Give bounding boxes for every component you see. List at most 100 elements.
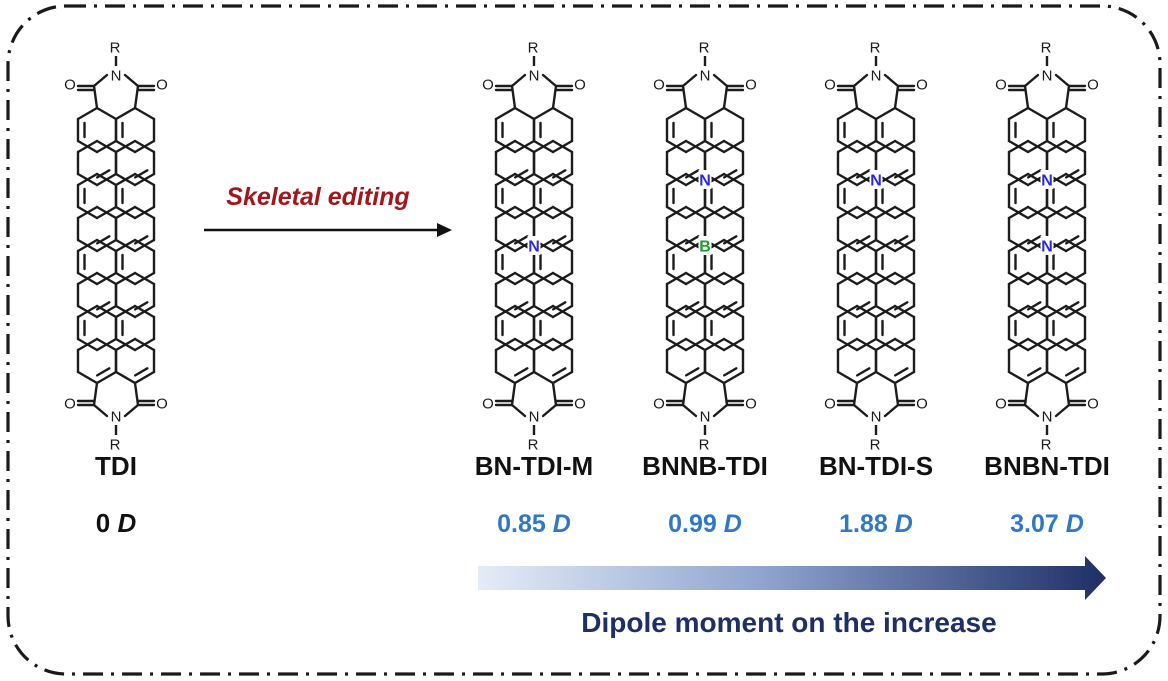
- ring-bond: [684, 304, 707, 319]
- dipole-trend-arrow: [478, 556, 1106, 600]
- heteroatom-bottom-ring-2: N: [1041, 239, 1053, 256]
- imide-top-oxygen-right-mask: [573, 75, 587, 93]
- imide-bottom-imide-nitrogen-mask: [869, 407, 883, 425]
- ring-bond: [874, 370, 897, 385]
- imide-top-imide-nitrogen: N: [700, 68, 711, 85]
- ring-bond: [684, 139, 707, 154]
- imide-bottom-bond: [123, 403, 140, 418]
- imide-top-imide-nitrogen-mask: [869, 66, 883, 84]
- ring-bond: [722, 304, 745, 319]
- imide-bottom-oxygen-left: O: [64, 396, 76, 413]
- ring-bond: [494, 304, 517, 319]
- imide-bottom-oxygen-left: O: [824, 396, 836, 413]
- ring-bond: [114, 172, 137, 187]
- imide-top-imide-nitrogen: N: [1042, 68, 1053, 85]
- ring-bond: [1026, 304, 1049, 319]
- ring-bond: [836, 238, 859, 253]
- ring-bond: [1045, 304, 1068, 319]
- imide-top-oxygen-right-mask: [744, 75, 758, 93]
- ring-bond: [836, 337, 859, 352]
- imide-top-imide-nitrogen: N: [871, 68, 882, 85]
- ring-bond: [1064, 370, 1087, 385]
- double-bond-inner: [855, 367, 871, 377]
- ring-bond: [703, 106, 726, 121]
- ring-bond: [95, 304, 118, 319]
- ring-bond: [1007, 271, 1030, 286]
- ring-bond: [855, 238, 878, 253]
- ring-bond: [1045, 106, 1068, 121]
- imide-top-bond: [712, 73, 729, 88]
- ring-bond: [874, 205, 897, 220]
- imide-bottom-r-group-mask: [1040, 435, 1052, 453]
- ring-bond: [76, 172, 99, 187]
- ring-bond: [893, 271, 916, 286]
- imide-bottom-oxygen-left-mask: [481, 394, 495, 412]
- double-bond-inner: [684, 367, 700, 377]
- ring-bond: [722, 139, 745, 154]
- imide-top-oxygen-left-mask: [994, 75, 1008, 93]
- ring-bond: [836, 304, 859, 319]
- ring-bond: [874, 106, 897, 121]
- imide-bottom-r-group-mask: [869, 435, 881, 453]
- ring-bond: [532, 271, 555, 286]
- ring-bond: [1045, 271, 1068, 286]
- imide-top-oxygen-left: O: [995, 77, 1007, 94]
- ring-bond: [855, 106, 878, 121]
- ring-bond: [513, 370, 536, 385]
- editing-arrow-head: [437, 223, 452, 237]
- ring-bond: [855, 370, 878, 385]
- ring-bond: [1064, 304, 1087, 319]
- ring-bond: [836, 370, 859, 385]
- imide-bottom-oxygen-left: O: [482, 396, 494, 413]
- imide-bottom-r-group-mask: [109, 435, 121, 453]
- imide-bottom-bond: [883, 403, 900, 418]
- ring-bond: [494, 139, 517, 154]
- ring-bond: [532, 172, 555, 187]
- imide-bottom-imide-nitrogen-mask: [109, 407, 123, 425]
- ring-bond: [513, 304, 536, 319]
- ring-bond: [114, 205, 137, 220]
- ring-bond: [1045, 205, 1068, 220]
- ring-bond: [494, 205, 517, 220]
- ring-bond: [551, 139, 574, 154]
- imide-top-r-group: R: [110, 40, 121, 57]
- imide-bottom-r-group-mask: [527, 435, 539, 453]
- ring-bond: [95, 205, 118, 220]
- ring-bond: [95, 139, 118, 154]
- imide-top-imide-nitrogen-mask: [527, 66, 541, 84]
- ring-bond: [722, 238, 745, 253]
- ring-bond: [893, 304, 916, 319]
- imide-bottom-imide-nitrogen-mask: [527, 407, 541, 425]
- imide-bottom-bond: [1023, 403, 1040, 418]
- imide-bottom-bond: [681, 403, 698, 418]
- ring-bond: [114, 271, 137, 286]
- ring-bond: [836, 205, 859, 220]
- ring-bond: [893, 172, 916, 187]
- compound-name-bn-tdi-s: BN-TDI-S: [819, 451, 933, 481]
- imide-bottom-imide-nitrogen: N: [700, 409, 711, 426]
- imide-top-oxygen-left-mask: [63, 75, 77, 93]
- imide-bottom-bond: [541, 403, 558, 418]
- ring-bond: [855, 304, 878, 319]
- imide-bottom-oxygen-right-mask: [744, 394, 758, 412]
- ring-bond: [532, 106, 555, 121]
- imide-top-oxygen-left: O: [824, 77, 836, 94]
- heteroatom-bottom-ring-1-mask: [1040, 171, 1054, 189]
- heteroatom-bottom-ring-1: N: [699, 173, 711, 190]
- ring-bond: [494, 271, 517, 286]
- imide-top-oxygen-right: O: [574, 77, 586, 94]
- imide-top-bond: [510, 73, 527, 88]
- ring-bond: [1064, 106, 1087, 121]
- compound-name-bnbn-tdi: BNBN-TDI: [984, 451, 1110, 481]
- imide-bottom-oxygen-right-mask: [155, 394, 169, 412]
- ring-bond: [722, 106, 745, 121]
- dash-dot-frame: [6, 4, 1162, 676]
- imide-top-oxygen-right-mask: [1086, 75, 1100, 93]
- skeletal-editing-label: Skeletal editing: [226, 183, 409, 211]
- ring-bond: [874, 337, 897, 352]
- ring-bond: [684, 205, 707, 220]
- ring-bond: [722, 271, 745, 286]
- imide-bottom-oxygen-left: O: [995, 396, 1007, 413]
- imide-top-bond: [92, 73, 109, 88]
